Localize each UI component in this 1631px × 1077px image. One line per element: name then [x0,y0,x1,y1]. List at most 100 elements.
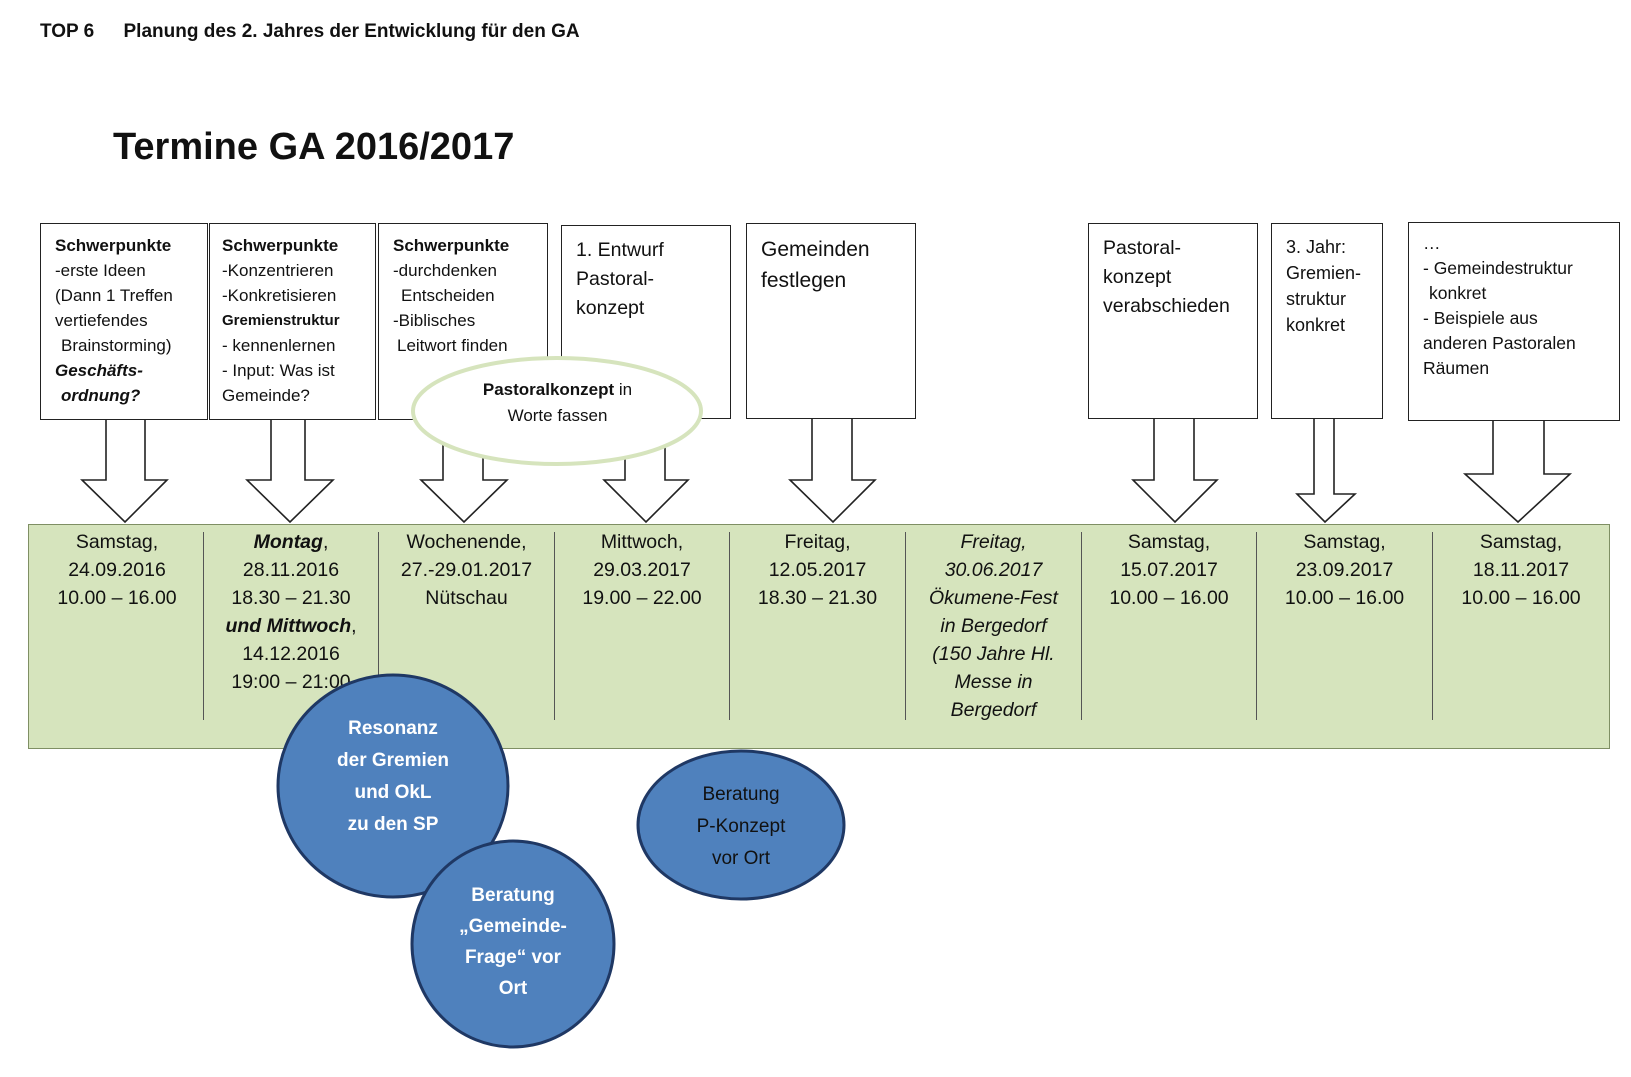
timeline-divider [1081,532,1082,720]
circle-p-konzept-text: Beratung P-Konzept vor Ort [641,779,841,875]
ellipse-pastoralkonzept: Pastoralkonzept in Worte fassen [430,377,685,429]
date-line: 24.09.2016 [68,559,166,581]
box-line: verabschieden [1103,295,1230,317]
date-comma: , [351,615,357,637]
box-line: - kennenlernen [222,336,336,355]
date-line: in Bergedorf [940,615,1047,637]
date-line: 10.00 – 16.00 [1461,587,1581,609]
agenda-item-number: TOP 6 [40,21,95,42]
arrow-1 [80,417,169,524]
agenda-item-text: Planung des 2. Jahres der Entwicklung fü… [123,21,580,42]
box-line: Gremien- [1286,263,1362,283]
box-line: - Gemeindestruktur [1423,258,1573,278]
box-line: - Input: Was ist [222,361,335,380]
date-entry-8: Samstag, 23.09.2017 10.00 – 16.00 [1258,528,1431,612]
date-line: Ökumene-Fest [929,587,1058,609]
circle-resonanz-text: Resonanz der Gremien und OkL zu den SP [293,713,493,841]
box-verabschieden: Pastoral- konzept verabschieden [1088,223,1258,419]
box-line: -Konzentrieren [222,261,334,280]
box-line: Pastoral- [1103,237,1182,259]
ellipse-line2: Worte fassen [507,406,608,425]
ellipse-rest: in [614,380,633,399]
date-weekday: Montag [253,531,323,553]
ellipse-bold: Pastoralkonzept [482,380,615,399]
timeline-divider [1256,532,1257,720]
box-line: Geschäfts- [55,361,143,380]
date-line: (150 Jahre Hl. [932,643,1055,665]
box-gemeindestruktur: … - Gemeindestruktur konkret - Beispiele… [1408,222,1620,421]
date-line: 14.12.2016 [242,643,340,665]
circle-gemeinde-frage [410,839,616,1049]
date-entry-7: Samstag, 15.07.2017 10.00 – 16.00 [1083,528,1255,612]
date-entry-3: Wochenende, 27.-29.01.2017 Nütschau [380,528,553,612]
circle-p-konzept [636,749,846,901]
date-line: Samstag, [1479,531,1563,553]
arrow-6 [1131,417,1219,524]
box-line: -durchdenken [393,261,497,280]
circle-line: zu den SP [347,814,439,835]
date-line: Freitag, [784,531,851,553]
box-gemeinden: Gemeinden festlegen [746,223,916,419]
date-comma: , [322,531,329,553]
circle-line: und OkL [354,782,432,803]
arrow-2 [245,417,335,524]
box-line: 1. Entwurf [576,239,664,261]
box-line: konkret [1429,283,1487,303]
box-line: Gemeinde? [222,386,310,405]
box-label: Schwerpunkte [222,236,339,255]
box-line: konzept [576,297,645,319]
box-line: struktur [1286,289,1347,309]
date-line: 19:00 – 21:00 [231,671,351,693]
date-line: 18.30 – 21.30 [757,587,878,609]
date-line: Mittwoch, [600,531,684,553]
timeline-divider [1432,532,1433,720]
date-line: 10.00 – 16.00 [1109,587,1229,609]
box-schwerpunkte-1: Schwerpunkte -erste Ideen (Dann 1 Treffe… [40,223,208,420]
timeline-divider [203,532,204,720]
agenda-header: TOP 6 Planung des 2. Jahres der Entwickl… [40,21,580,43]
page-title: Termine GA 2016/2017 [113,126,515,168]
box-line: Pastoral- [576,268,655,290]
date-line: Messe in [954,671,1033,693]
date-entry-4: Mittwoch, 29.03.2017 19.00 – 22.00 [556,528,728,612]
box-line: vertiefendes [55,311,148,330]
box-line: Entscheiden [401,286,495,305]
date-line: Nütschau [425,587,508,609]
circle-line: der Gremien [337,750,449,771]
circle-line: Ort [498,978,528,999]
box-line: konkret [1286,315,1346,335]
date-line: 18.30 – 21.30 [231,587,351,609]
date-entry-9: Samstag, 18.11.2017 10.00 – 16.00 [1434,528,1608,612]
box-line: Gemeinden [761,238,870,261]
circle-line: Frage“ vor [464,947,562,968]
box-line: 3. Jahr: [1286,237,1347,257]
date-line: 15.07.2017 [1120,559,1218,581]
circle-gemeinde-frage-text: Beratung „Gemeinde- Frage“ vor Ort [413,880,613,1004]
box-line: … [1423,233,1441,253]
date-line: 29.03.2017 [593,559,691,581]
circle-line: „Gemeinde- [459,916,567,937]
date-line: 30.06.2017 [944,559,1043,581]
circle-line: Resonanz [348,718,438,739]
timeline-divider [378,532,379,720]
box-line: -erste Ideen [55,261,146,280]
date-entry-2: Montag, 28.11.2016 18.30 – 21.30 und Mit… [205,528,377,696]
date-line: Samstag, [1127,531,1211,553]
date-line: 12.05.2017 [768,559,867,581]
circle-line: Beratung [471,885,555,906]
date-line: 10.00 – 16.00 [57,587,177,609]
circle-resonanz [276,673,510,899]
date-line: 28.11.2016 [242,559,340,581]
date-line: 27.-29.01.2017 [400,559,533,581]
box-line: (Dann 1 Treffen [55,286,173,305]
date-line: 18.11.2017 [1472,559,1570,581]
timeline-divider [729,532,730,720]
box-line: konzept [1103,266,1172,288]
timeline-divider [554,532,555,720]
timeline-divider [905,532,906,720]
box-line: Brainstorming) [61,336,172,355]
arrow-7 [1295,417,1358,524]
date-line: 19.00 – 22.00 [582,587,702,609]
box-line: -Konkretisieren [222,286,337,305]
